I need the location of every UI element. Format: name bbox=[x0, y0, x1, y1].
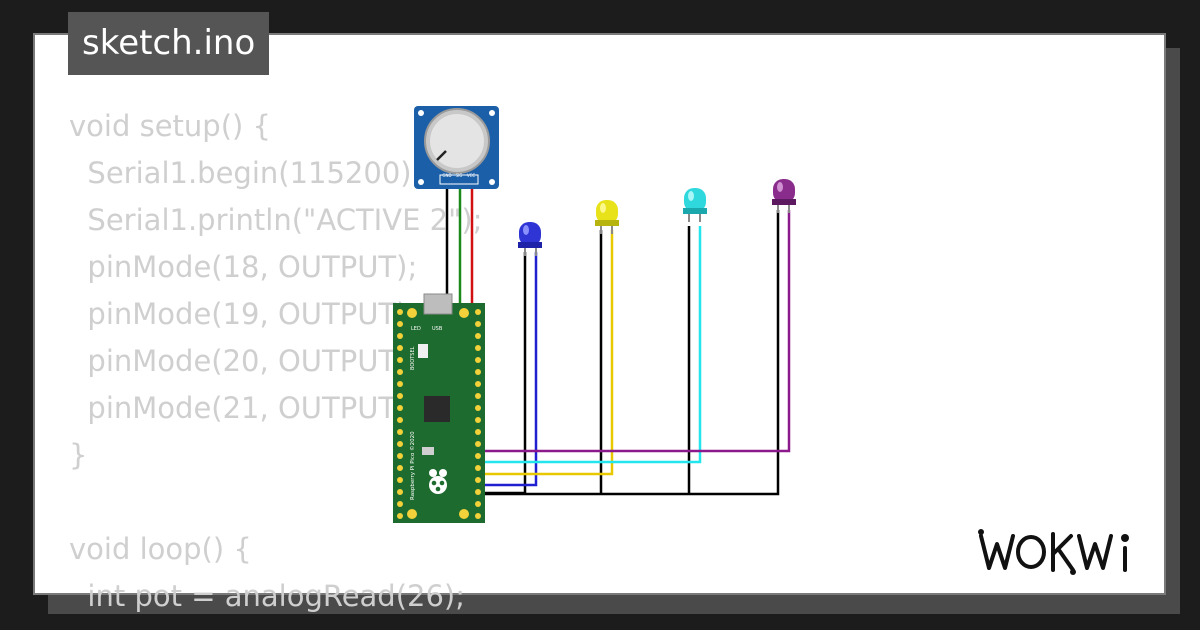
preview-card: void setup() { Serial1.begin(115200); Se… bbox=[33, 33, 1166, 613]
code-line: } bbox=[69, 438, 88, 472]
wire-led-purple-gnd[interactable] bbox=[478, 210, 780, 496]
code-line: Serial1.println("ACTIVE 2"); bbox=[69, 203, 483, 237]
mount-hole bbox=[459, 308, 469, 318]
wire-led-cyan[interactable] bbox=[478, 226, 702, 464]
wires bbox=[445, 183, 791, 496]
led-blue[interactable] bbox=[518, 222, 542, 256]
silk-bootsel-label: BOOTSEL bbox=[410, 346, 416, 370]
file-name-tab[interactable]: sketch.ino bbox=[68, 12, 270, 75]
mount-hole bbox=[459, 509, 469, 519]
raspberry-pi-pico[interactable]: LED USB BOOTSEL Raspberry Pi Pico ©2020 bbox=[393, 293, 485, 523]
silk-board-label: Raspberry Pi Pico ©2020 bbox=[409, 431, 416, 500]
raspberry-logo-icon bbox=[429, 469, 447, 494]
code-listing: void setup() { Serial1.begin(115200); Se… bbox=[69, 103, 483, 620]
wokwi-logo bbox=[975, 524, 1150, 580]
silk-usb-label: USB bbox=[432, 326, 443, 332]
led-cyan[interactable] bbox=[683, 188, 707, 222]
pico-pins-left bbox=[397, 309, 403, 519]
code-line: Serial1.begin(115200); bbox=[69, 156, 422, 190]
potentiometer[interactable]: GND SIG VCC bbox=[414, 106, 499, 189]
pot-pin-label-vcc: VCC bbox=[467, 173, 476, 178]
code-line: pinMode(18, OUTPUT); bbox=[69, 250, 418, 284]
silk-led-label: LED bbox=[411, 326, 421, 332]
code-line: void setup() { bbox=[69, 109, 271, 143]
code-line: void loop() { bbox=[69, 532, 252, 566]
wire-led-blue-gnd[interactable] bbox=[478, 252, 527, 495]
wire-led-purple[interactable] bbox=[478, 210, 791, 453]
led-yellow[interactable] bbox=[595, 200, 619, 234]
knob-indicator bbox=[436, 150, 447, 161]
code-line: int pot = analogRead(26); bbox=[69, 579, 466, 613]
rp2040-chip bbox=[424, 396, 450, 422]
led-purple[interactable] bbox=[772, 179, 796, 213]
pot-pin-label-sig: SIG bbox=[456, 173, 463, 178]
mount-hole bbox=[407, 308, 417, 318]
mount-hole bbox=[407, 509, 417, 519]
code-line: pinMode(19, OUTPUT); bbox=[69, 297, 418, 331]
bootsel-button[interactable] bbox=[418, 344, 428, 358]
pico-pins-right bbox=[475, 309, 481, 519]
wire-led-blue[interactable] bbox=[478, 252, 538, 487]
usb-connector bbox=[423, 293, 453, 315]
wire-led-yellow[interactable] bbox=[478, 230, 614, 476]
debug-pad bbox=[422, 447, 434, 455]
wokwi-logo-mark bbox=[978, 529, 1129, 575]
pot-pin-label-gnd: GND bbox=[442, 173, 451, 178]
